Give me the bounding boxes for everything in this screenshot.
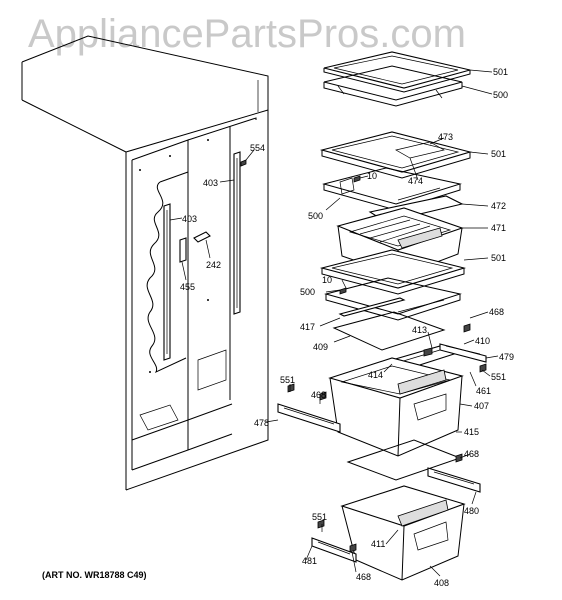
label-408: 408 bbox=[434, 578, 449, 588]
label-461: 461 bbox=[476, 386, 491, 396]
glass-409 bbox=[332, 311, 446, 351]
cabinet bbox=[21, 35, 269, 491]
label-501: 501 bbox=[491, 149, 506, 159]
label-501: 501 bbox=[491, 253, 506, 263]
label-413: 413 bbox=[412, 325, 427, 335]
shelf-rail-left bbox=[163, 203, 171, 361]
label-242: 242 bbox=[206, 260, 221, 270]
label-468: 468 bbox=[311, 390, 326, 400]
label-551: 551 bbox=[491, 372, 506, 382]
label-471: 471 bbox=[491, 223, 506, 233]
art-number: (ART NO. WR18788 C49) bbox=[42, 570, 147, 580]
label-472: 472 bbox=[491, 201, 506, 211]
label-411: 411 bbox=[371, 539, 385, 549]
fasteners bbox=[287, 323, 487, 553]
label-10: 10 bbox=[322, 275, 332, 285]
slide-479 bbox=[439, 343, 487, 363]
label-403: 403 bbox=[203, 178, 218, 188]
drawer-408 bbox=[340, 485, 466, 581]
label-403: 403 bbox=[182, 214, 197, 224]
slide-481 bbox=[311, 537, 357, 563]
label-551: 551 bbox=[280, 375, 295, 385]
shelf-501-lower bbox=[319, 249, 467, 295]
label-478: 478 bbox=[254, 418, 269, 428]
label-500: 500 bbox=[300, 287, 315, 297]
label-414: 414 bbox=[368, 370, 383, 380]
label-410: 410 bbox=[475, 336, 490, 346]
label-500: 500 bbox=[308, 211, 323, 221]
label-474: 474 bbox=[408, 176, 423, 186]
label-554: 554 bbox=[250, 143, 265, 153]
pin-242 bbox=[193, 231, 211, 243]
callout-labels: 501 500 554 403 473 501 10 474 472 500 4… bbox=[180, 67, 514, 588]
bracket-455 bbox=[179, 237, 187, 263]
label-409: 409 bbox=[313, 342, 328, 352]
shelf-rail-right bbox=[233, 151, 241, 315]
drawer-407 bbox=[328, 357, 464, 457]
label-415: 415 bbox=[464, 427, 479, 437]
label-455: 455 bbox=[180, 282, 195, 292]
label-468: 468 bbox=[489, 307, 504, 317]
label-479: 479 bbox=[499, 352, 514, 362]
label-481: 481 bbox=[302, 556, 317, 566]
bar-417 bbox=[338, 297, 406, 317]
label-501: 501 bbox=[493, 67, 508, 77]
label-407: 407 bbox=[474, 401, 489, 411]
label-10: 10 bbox=[367, 171, 377, 181]
label-468: 468 bbox=[464, 449, 479, 459]
watermark: AppliancePartsPros.com bbox=[28, 12, 466, 56]
label-500: 500 bbox=[493, 90, 508, 100]
label-473: 473 bbox=[438, 132, 453, 142]
label-417: 417 bbox=[300, 322, 315, 332]
leader-lines bbox=[169, 69, 499, 577]
label-468: 468 bbox=[356, 572, 371, 582]
slide-480 bbox=[427, 467, 481, 493]
label-551: 551 bbox=[312, 512, 327, 522]
screw-554-icon bbox=[240, 159, 247, 167]
slide-478 bbox=[277, 403, 341, 433]
label-480: 480 bbox=[464, 506, 479, 516]
